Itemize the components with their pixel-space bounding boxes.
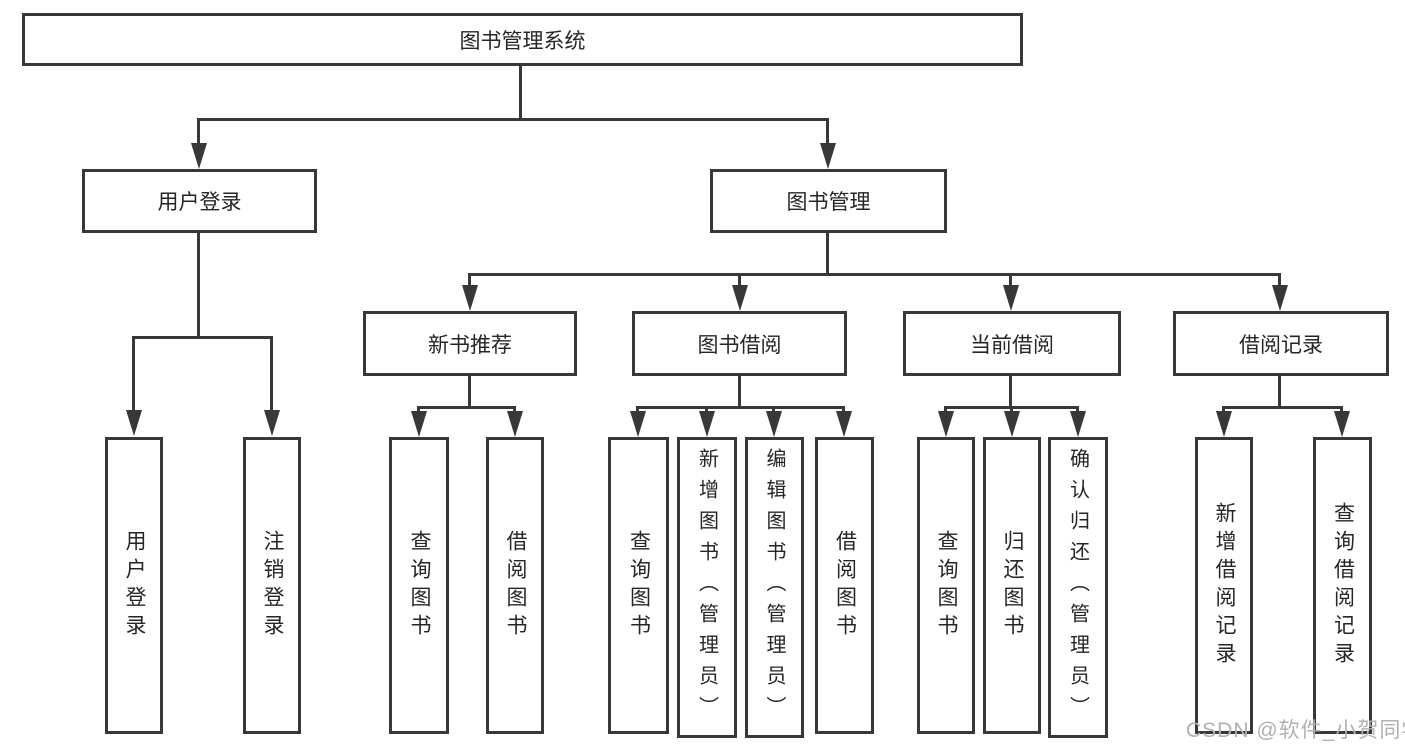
connector-line	[1278, 273, 1281, 287]
arrowhead-down	[766, 411, 782, 437]
arrowhead-down	[191, 143, 207, 169]
connector-line	[738, 376, 741, 406]
leaf-query-books-borrow: 查询图书	[608, 437, 669, 734]
connector-line	[1009, 376, 1012, 406]
connector-line	[944, 406, 947, 413]
arrowhead-down	[126, 410, 142, 436]
arrowhead-down	[1070, 411, 1086, 437]
node-book-management: 图书管理	[710, 169, 947, 233]
connector-line	[738, 273, 741, 287]
arrowhead-down	[836, 411, 852, 437]
node-current-borrow: 当前借阅	[903, 311, 1121, 376]
leaf-edit-books-admin: 编辑图书（管理员）	[745, 437, 804, 738]
leaf-add-borrow-record: 新增借阅记录	[1195, 437, 1253, 734]
arrowhead-down	[630, 411, 646, 437]
connector-line	[468, 376, 471, 406]
connector-line	[636, 406, 845, 409]
connector-line	[513, 406, 516, 413]
leaf-add-books-admin: 新增图书（管理员）	[677, 437, 737, 738]
arrowhead-down	[1003, 285, 1019, 311]
connector-line	[519, 66, 522, 118]
connector-line	[132, 336, 135, 412]
connector-line	[842, 406, 845, 413]
node-user-login-group: 用户登录	[82, 169, 317, 233]
connector-line	[1340, 406, 1343, 413]
connector-line	[417, 406, 516, 409]
connector-line	[197, 118, 200, 145]
connector-line	[1010, 406, 1013, 413]
arrowhead-down	[1334, 411, 1350, 437]
connector-line	[417, 406, 420, 413]
connector-line	[197, 118, 829, 121]
connector-line	[1009, 273, 1012, 287]
arrowhead-down	[820, 143, 836, 169]
arrowhead-down	[732, 285, 748, 311]
node-book-borrow: 图书借阅	[632, 311, 847, 376]
leaf-query-books-recommend: 查询图书	[389, 437, 449, 734]
arrowhead-down	[1272, 285, 1288, 311]
node-borrow-records: 借阅记录	[1173, 311, 1389, 376]
arrowhead-down	[938, 411, 954, 437]
connector-line	[826, 233, 829, 275]
node-new-book-recommend: 新书推荐	[363, 311, 577, 376]
connector-line	[468, 273, 471, 287]
arrowhead-down	[411, 411, 427, 437]
connector-line	[468, 273, 1281, 276]
leaf-borrow-books-recommend: 借阅图书	[486, 437, 544, 734]
arrowhead-down	[264, 410, 280, 436]
leaf-return-books: 归还图书	[983, 437, 1041, 734]
leaf-query-books-current: 查询图书	[917, 437, 975, 734]
node-library-system: 图书管理系统	[22, 13, 1023, 66]
connector-line	[826, 118, 829, 145]
leaf-user-login: 用户登录	[105, 437, 163, 734]
arrowhead-down	[462, 285, 478, 311]
connector-line	[705, 406, 708, 413]
leaf-borrow-books: 借阅图书	[815, 437, 874, 734]
connector-line	[197, 233, 200, 336]
connector-line	[1222, 406, 1343, 409]
connector-line	[1222, 406, 1225, 413]
leaf-query-borrow-record: 查询借阅记录	[1313, 437, 1372, 734]
connector-line	[1278, 376, 1281, 406]
arrowhead-down	[699, 411, 715, 437]
watermark-text: CSDN @软件_小贺同学	[1186, 719, 1405, 742]
leaf-confirm-return-admin: 确认归还（管理员）	[1048, 437, 1108, 738]
connector-line	[132, 336, 273, 339]
connector-line	[270, 336, 273, 412]
arrowhead-down	[507, 411, 523, 437]
leaf-logout: 注销登录	[243, 437, 301, 734]
connector-line	[636, 406, 639, 413]
connector-line	[1076, 406, 1079, 413]
arrowhead-down	[1004, 411, 1020, 437]
arrowhead-down	[1216, 411, 1232, 437]
connector-line	[772, 406, 775, 413]
